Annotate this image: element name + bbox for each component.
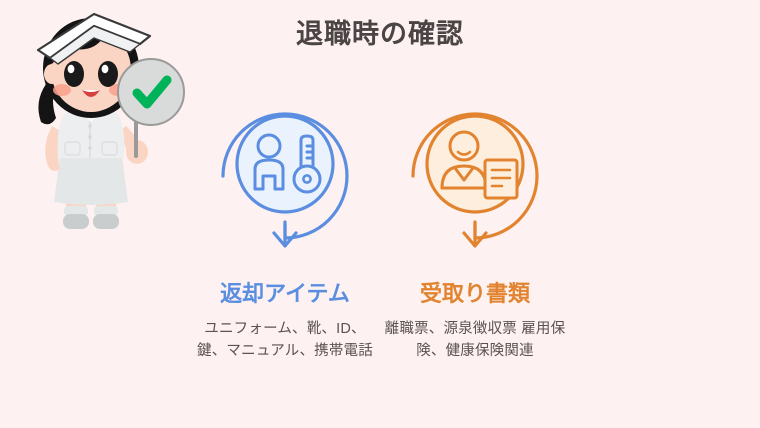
arrow-head (462, 231, 488, 248)
arrow-curve (411, 112, 539, 240)
person-collar (453, 167, 475, 182)
sign-handle (134, 116, 138, 158)
nurse-left-arm (45, 126, 62, 171)
checkmark-sign (117, 58, 185, 126)
arrow-curve (221, 112, 349, 240)
person-body (253, 158, 285, 191)
column-heading-receive-documents: 受取り書類 (419, 281, 530, 306)
column-heading-return-items: 返却アイテム (220, 281, 350, 306)
person-head (256, 133, 282, 159)
column-body-receive-documents: 離職票、源泉徴収票 雇用保険、健康保険関連 (384, 321, 566, 360)
person-and-document-circle-icon (380, 96, 570, 251)
column-return-items: 返却アイテム ユニフォーム、靴、ID、鍵、マニュアル、携帯電話 (190, 96, 380, 359)
page-title: 退職時の確認 (296, 19, 464, 49)
column-receive-documents: 受取り書類 離職票、源泉徴収票 雇用保険、健康保険関連 (380, 96, 570, 359)
person-head (448, 130, 480, 162)
check-icon (132, 75, 172, 109)
arrow-head (272, 231, 298, 248)
nurse-skirt (54, 156, 128, 205)
person-and-key-circle-icon (190, 96, 380, 251)
nurse-cap (36, 12, 152, 65)
icon-circle (235, 114, 335, 214)
nurse-uniform (57, 109, 125, 158)
nurse-eye-left (64, 61, 84, 87)
nurse-eye-right (98, 61, 118, 87)
column-body-return-items: ユニフォーム、靴、ID、鍵、マニュアル、携帯電話 (197, 321, 373, 360)
key-glyph (292, 134, 322, 194)
document-glyph (483, 158, 519, 200)
nurse-hair-tail (38, 84, 56, 125)
person-smile (456, 150, 472, 156)
nurse-illustration (8, 6, 190, 238)
